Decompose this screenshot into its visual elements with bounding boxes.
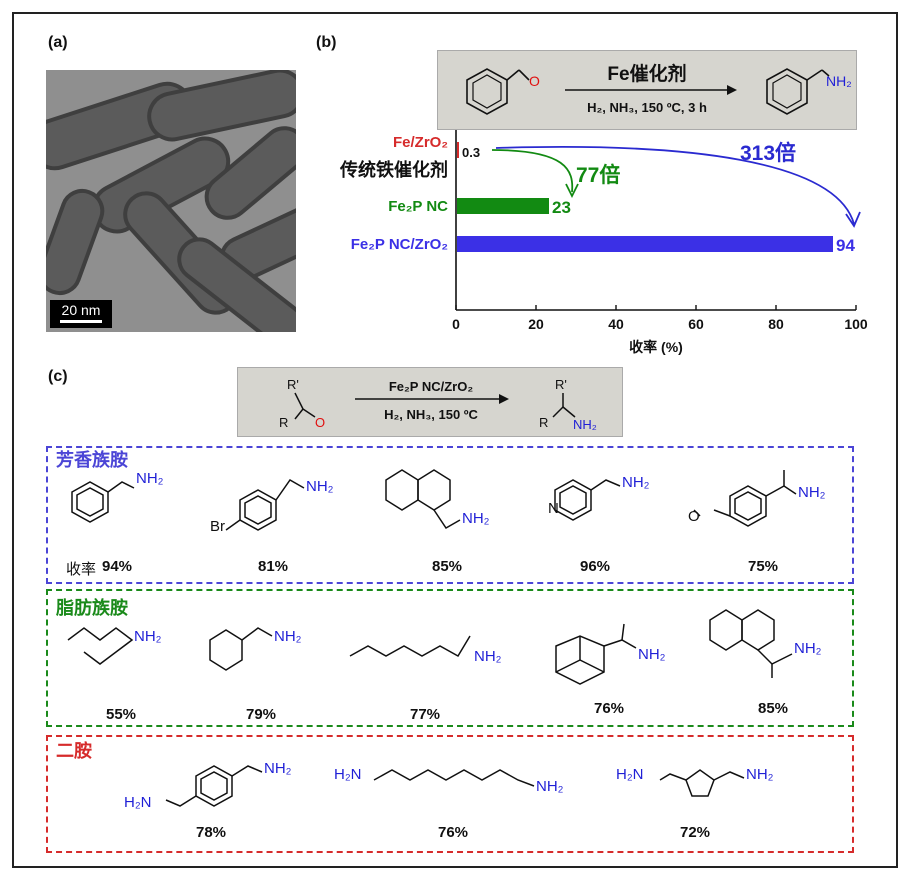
reaction-b-structures: O Fe催化剂 H₂, NH₃, 150 ºC, 3 h NH₂: [466, 62, 852, 115]
nh2-diamine-2: NH₂: [536, 778, 564, 795]
yield-naphthylmethylamine: 85%: [432, 558, 463, 575]
catalyst-label-c: Fe₂P NC/ZrO₂: [389, 379, 473, 394]
nh2-diamine-1: NH₂: [264, 760, 292, 777]
bar-1: [457, 198, 549, 214]
bar-2: [457, 236, 833, 252]
yield-octanediamine: 76%: [438, 824, 469, 841]
scale-bar: 20 nm: [50, 300, 112, 328]
x-axis-title: 收率 (%): [629, 339, 683, 355]
reaction-scheme-c: [237, 367, 623, 437]
x-tick-label: 80: [768, 316, 784, 332]
yield-adamantylethylamine: 76%: [594, 700, 625, 717]
n-pyridine: N: [548, 500, 559, 517]
r-reactant: R: [279, 415, 288, 430]
x-tick-label: 0: [452, 316, 460, 332]
traditional-catalyst-label: 传统铁催化剂: [339, 159, 448, 180]
fold-label-77: 77倍: [576, 163, 620, 187]
bar-category-2: Fe₂P NC/ZrO₂: [351, 236, 448, 253]
yield-naphthylethylamine: 85%: [758, 700, 789, 717]
conditions-b: H₂, NH₃, 150 ºC, 3 h: [587, 100, 707, 115]
bar-value-1: 23: [552, 198, 571, 217]
yield-prefix: 收率: [66, 561, 97, 578]
nh2-aromatic-5: NH₂: [798, 484, 826, 501]
h2n-diamine-1: H₂N: [124, 794, 152, 811]
yield-octan2-amine: 77%: [410, 706, 441, 723]
r-prime-reactant: R': [287, 377, 299, 392]
bar-value-2: 94: [836, 236, 855, 255]
panel-label-a: (a): [48, 34, 68, 51]
r-product: R: [539, 415, 548, 430]
aliphatic-amines-box: [46, 589, 854, 727]
h2n-diamine-3: H₂N: [616, 766, 644, 783]
x-tick-label: 60: [688, 316, 704, 332]
h2n-diamine-2: H₂N: [334, 766, 362, 783]
yield-xylylenediamine: 78%: [196, 824, 227, 841]
yield-furandimethylamine: 72%: [680, 824, 711, 841]
nh2-aliphatic-3: NH₂: [474, 648, 502, 665]
conditions-c: H₂, NH₃, 150 ºC: [384, 407, 478, 422]
carbonyl-o-b: O: [529, 73, 540, 89]
yield-cyclohexylmethylamine: 79%: [246, 706, 277, 723]
yield-bromobenzylamine: 81%: [258, 558, 289, 575]
br-atom: Br: [210, 518, 225, 535]
bar-category-1: Fe₂P NC: [388, 198, 448, 215]
x-tick-label: 100: [844, 316, 868, 332]
aromatic-amines-box: [46, 446, 854, 584]
bar-value-0: 0.3: [462, 145, 480, 160]
tem-micrograph: 20 nm: [46, 70, 296, 332]
yield-octylamine: 55%: [106, 706, 137, 723]
aromatic-amines-title: 芳香族胺: [56, 450, 128, 470]
catalyst-label-b: Fe催化剂: [607, 62, 686, 85]
bar-0: [457, 142, 459, 158]
nh2-aromatic-4: NH₂: [622, 474, 650, 491]
nh2-aromatic-3: NH₂: [462, 510, 490, 527]
arrowhead-fe2p-zro2: [845, 211, 861, 228]
nh2-aromatic-2: NH₂: [306, 478, 334, 495]
reaction-c-structures: R' R O Fe₂P NC/ZrO₂ H₂, NH₃, 150 ºC R' R…: [279, 377, 597, 432]
panel-label-b: (b): [316, 34, 337, 51]
nh2-aliphatic-4: NH₂: [638, 646, 666, 663]
yield-benzylamine: 94%: [102, 558, 133, 575]
nh2-diamine-3: NH₂: [746, 766, 774, 783]
scale-bar-label: 20 nm: [61, 302, 101, 318]
bar-category-0: Fe/ZrO₂: [393, 134, 448, 151]
aliphatic-amines-title: 脂肪族胺: [56, 598, 128, 618]
product-nh2-b: NH₂: [826, 73, 852, 89]
fold-label-313: 313倍: [740, 141, 796, 165]
yield-methoxyphenylethylamine: 75%: [748, 558, 779, 575]
diamines-title: 二胺: [56, 741, 92, 761]
carbonyl-o-c: O: [315, 415, 325, 430]
panel-label-c: (c): [48, 368, 68, 385]
x-tick-label: 40: [608, 316, 624, 332]
yield-pyridylmethylamine: 96%: [580, 558, 611, 575]
substrate-structures: [67, 469, 797, 807]
figure-frame: [12, 12, 898, 868]
arrowhead-fe2p: [565, 183, 579, 199]
r-prime-product: R': [555, 377, 567, 392]
product-nh2-c: NH₂: [573, 417, 597, 432]
nh2-aliphatic-1: NH₂: [134, 628, 162, 645]
arrow-to-fe2p: [491, 149, 574, 193]
nh2-aliphatic-2: NH₂: [274, 628, 302, 645]
o-methoxy: O: [688, 508, 700, 525]
diamines-box: [46, 735, 854, 853]
nh2-aromatic-1: NH₂: [136, 470, 164, 487]
x-tick-label: 20: [528, 316, 544, 332]
nh2-aliphatic-5: NH₂: [794, 640, 822, 657]
arrow-to-fe2p-zro2: [495, 146, 855, 225]
